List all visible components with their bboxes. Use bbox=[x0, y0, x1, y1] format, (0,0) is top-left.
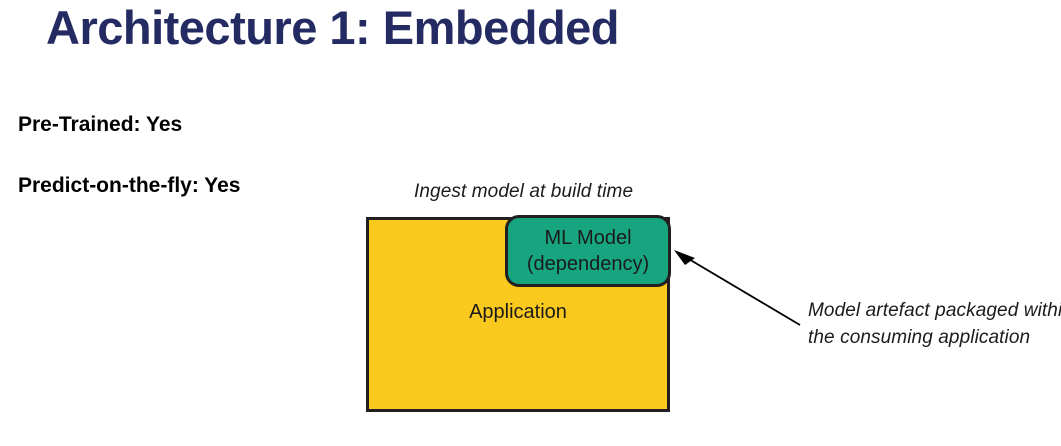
attribute-predict-on-the-fly: Predict-on-the-fly: Yes bbox=[18, 174, 241, 197]
ml-model-box-label-line1: ML Model bbox=[544, 227, 632, 249]
annotation-caption-line1: Model artefact packaged within bbox=[808, 300, 1061, 321]
annotation-caption-line2: the consuming application bbox=[808, 327, 1031, 348]
application-box-label: Application bbox=[469, 301, 567, 323]
diagram-top-caption: Ingest model at build time bbox=[414, 181, 634, 202]
ml-model-box-label-line2: (dependency) bbox=[526, 253, 650, 275]
ml-model-box bbox=[505, 215, 671, 287]
annotation-arrow-icon bbox=[674, 250, 801, 326]
attribute-pre-trained: Pre-Trained: Yes bbox=[18, 113, 183, 136]
page-title: Architecture 1: Embedded bbox=[46, 1, 620, 54]
annotation-caption: Model artefact packaged within the consu… bbox=[808, 297, 1061, 351]
ml-model-box-label: ML Model (dependency) bbox=[505, 225, 671, 277]
